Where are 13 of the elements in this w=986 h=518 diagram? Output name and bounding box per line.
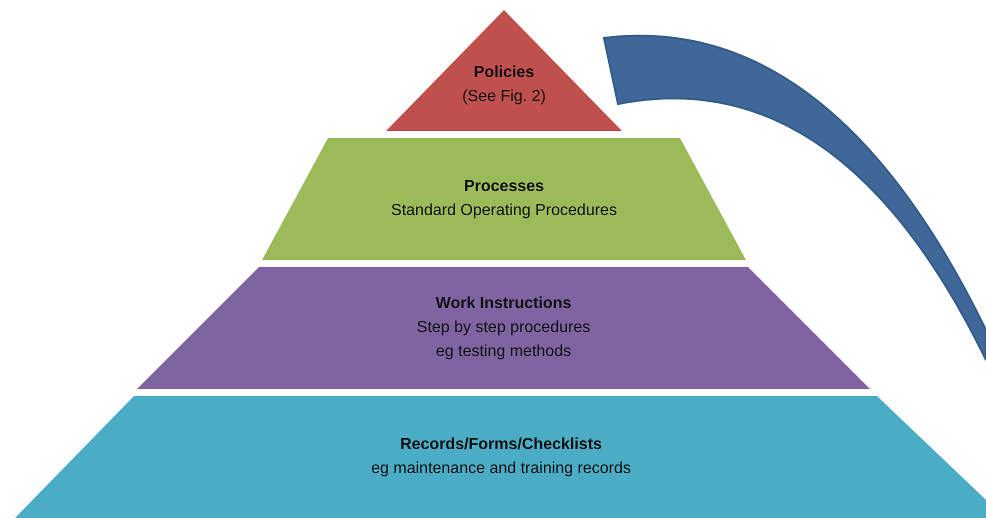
pyramid-tier [15, 396, 986, 518]
tier-description: eg testing methods [436, 343, 572, 361]
tier-title: Policies [474, 64, 534, 82]
tier-description: eg maintenance and training records [371, 460, 631, 478]
pyramid-tier [386, 10, 622, 131]
tier-description: Step by step procedures [416, 319, 590, 337]
tier-description: Standard Operating Procedures [391, 202, 617, 220]
tier-description: (See Fig. 2) [462, 88, 546, 106]
tier-title: Processes [464, 178, 544, 196]
tier-title: Work Instructions [436, 295, 572, 313]
pyramid-tier [262, 138, 746, 260]
pyramid-tier [137, 267, 870, 389]
tier-title: Records/Forms/Checklists [400, 436, 602, 454]
